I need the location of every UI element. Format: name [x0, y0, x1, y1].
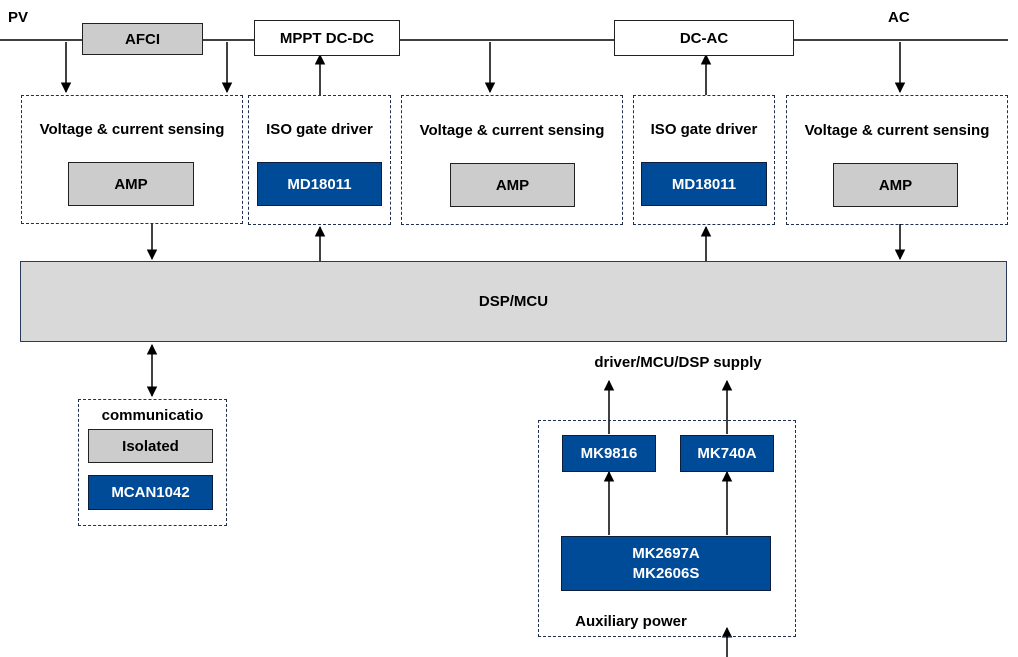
amp-block-2: AMP [450, 163, 575, 207]
ac-label: AC [888, 8, 910, 26]
communication-title: communicatio [101, 406, 204, 424]
mppt-dcdc-block: MPPT DC-DC [254, 20, 400, 56]
sensing-module-pv [21, 95, 243, 224]
isolated-block: Isolated [88, 429, 213, 463]
gate-driver-module-2-title: ISO gate driver [650, 120, 758, 138]
sensing-module-ac [786, 95, 1008, 225]
dsp-mcu-block: DSP/MCU [20, 261, 1007, 342]
mk2697a-mk2606s-block: MK2697A MK2606S [561, 536, 771, 591]
auxiliary-power-title: Auxiliary power [575, 612, 687, 630]
gate-driver-module-1-title: ISO gate driver [266, 120, 373, 138]
amp-block-3: AMP [833, 163, 958, 207]
dcac-block: DC-AC [614, 20, 794, 56]
mk740a-block: MK740A [680, 435, 774, 472]
mcan1042-block: MCAN1042 [88, 475, 213, 510]
mk9816-block: MK9816 [562, 435, 656, 472]
mk2697a-label: MK2697A [632, 544, 700, 562]
supply-label: driver/MCU/DSP supply [594, 353, 762, 371]
sensing-module-ac-title: Voltage & current sensing [804, 121, 990, 139]
pv-label: PV [8, 8, 29, 26]
communication-module [78, 399, 227, 526]
md18011-block-2: MD18011 [641, 162, 767, 206]
mk2606s-label: MK2606S [632, 564, 700, 582]
md18011-block-1: MD18011 [257, 162, 382, 206]
amp-block-1: AMP [68, 162, 194, 206]
auxiliary-power-module [538, 420, 796, 637]
sensing-module-pv-title: Voltage & current sensing [39, 120, 225, 138]
afci-block: AFCI [82, 23, 203, 55]
sensing-module-bus [401, 95, 623, 225]
sensing-module-bus-title: Voltage & current sensing [419, 121, 605, 139]
gate-driver-module-2 [633, 95, 775, 225]
gate-driver-module-1 [248, 95, 391, 225]
